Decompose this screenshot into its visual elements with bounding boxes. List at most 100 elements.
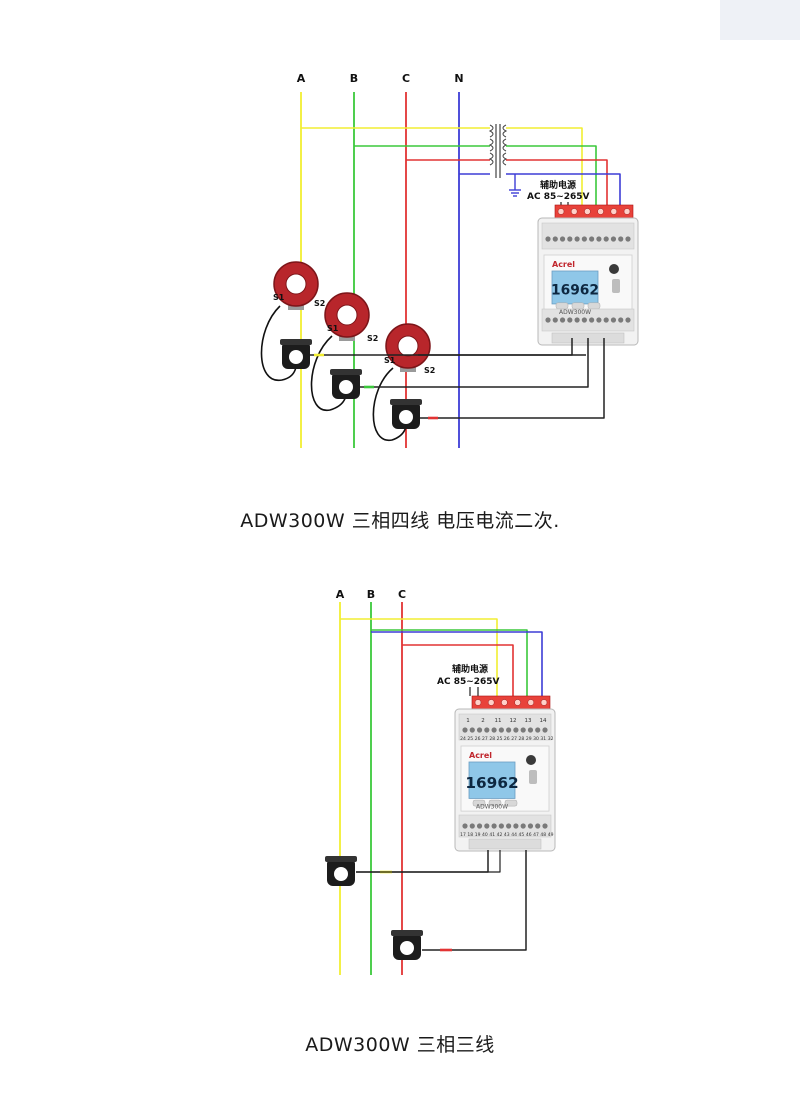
meter-upper-strip [541,222,635,250]
split-ct-clip [325,856,357,862]
terminal-hole [552,236,558,242]
split-ct-hole [339,380,353,394]
terminal-hole [559,317,566,323]
top-terminal-number: 14 [540,718,547,724]
upper-terminal-number: 31 [540,736,546,742]
terminal-screw [540,699,548,706]
top-terminal-number: 11 [495,718,502,724]
bottom-terminal-number: 19 [475,832,481,838]
bottom-terminal-number: 46 [526,832,532,838]
bottom-terminal-number: 42 [497,832,503,838]
ct-hole [285,273,307,295]
terminal-hole [610,317,617,323]
meter-lower-strip [541,308,635,332]
upper-terminal-number: 25 [467,736,473,742]
terminal-hole [476,727,483,733]
terminal-hole [625,236,631,242]
ct-b-s2: S2 [367,334,378,343]
bottom-terminal-number: 18 [467,832,473,838]
meter-top-terminals [554,204,634,219]
meter-button [555,302,569,310]
terminal-hole [469,823,475,829]
ct2-common [356,850,501,873]
upper-terminal-number: 27 [511,736,517,742]
ct-b-s1: S1 [327,324,339,333]
terminal-hole [535,727,541,733]
lcd-screen [468,761,516,799]
split-ct-hole [400,941,414,955]
meter-button [488,799,502,807]
ct-a-s1: S1 [273,293,285,302]
meter-model: ADW300W [476,803,508,810]
top-terminal-number: 13 [525,718,532,724]
upper-terminal-number: 26 [475,736,481,742]
pt-coil [502,152,508,166]
line2-label-b: B [367,588,375,601]
terminal-hole [542,727,548,733]
terminal-hole [589,317,595,323]
bottom-terminal-number: 44 [511,832,517,838]
terminal-hole [462,823,468,829]
terminal-hole [527,823,534,829]
split-ct-a [280,339,312,369]
indicator [612,279,620,293]
terminal-hole [542,823,548,829]
terminal-hole [552,317,558,323]
terminal-hole [603,317,609,323]
terminal-hole [506,727,512,733]
split-ct-clip [280,339,312,345]
volt2-a [340,618,498,696]
meter-lower-strip [458,814,552,838]
meter-model: ADW300W [559,309,591,316]
ct-hole [336,304,358,326]
split-ct2-c [391,930,423,960]
terminal-screw [570,208,578,215]
pt-coil [488,152,494,166]
aux2-power-voltage: AC 85~265V [437,677,500,687]
line-label-n: N [454,72,463,85]
terminal-hole [491,823,497,829]
current-transformer-b [324,292,370,341]
terminal-hole [506,823,512,829]
meter-four-wire [537,204,639,346]
ct-c-s2: S2 [424,366,435,375]
pt-out-a [506,127,583,205]
terminal-screw [584,208,591,215]
meter-top-terminals [471,695,551,710]
pt-out-c [506,159,608,205]
caption-three-phase-four-wire: ADW300W 三相四线 电压电流二次. [240,510,560,532]
terminal-screw [474,699,482,706]
upper-terminal-number: 27 [482,736,488,742]
terminal-hole [527,727,534,733]
terminal-hole [567,236,573,242]
bottom-terminal-number: 45 [519,832,525,838]
upper-terminal-number: 26 [504,736,510,742]
volt2-ref [371,631,543,696]
terminal-screw [610,208,618,215]
split-ct-hole [289,350,303,364]
lcd-screen [551,270,599,305]
split-ct2-a [325,856,357,886]
terminal-hole [484,727,490,733]
terminal-hole [498,727,504,733]
terminal-hole [574,236,580,242]
ct-b-secondary [360,338,589,388]
terminal-hole [559,236,566,242]
ct-c-secondary [420,338,605,419]
line-label-b: B [350,72,358,85]
terminal-hole [581,317,587,323]
terminal-hole [596,236,602,242]
bottom-terminal-number: 41 [489,832,495,838]
current-transformer-a [273,261,319,310]
pt-coil [502,124,508,138]
terminal-screw [623,208,631,215]
meter-button [504,799,518,807]
upper-terminal-number: 29 [526,736,532,742]
terminal-hole [484,823,490,829]
top-terminal-number: 12 [510,718,517,724]
terminal-screw [514,699,521,706]
bottom-terminal-number: 48 [540,832,546,838]
lcd-reading: 16962 [465,774,518,792]
split-ct-clip [391,930,423,936]
